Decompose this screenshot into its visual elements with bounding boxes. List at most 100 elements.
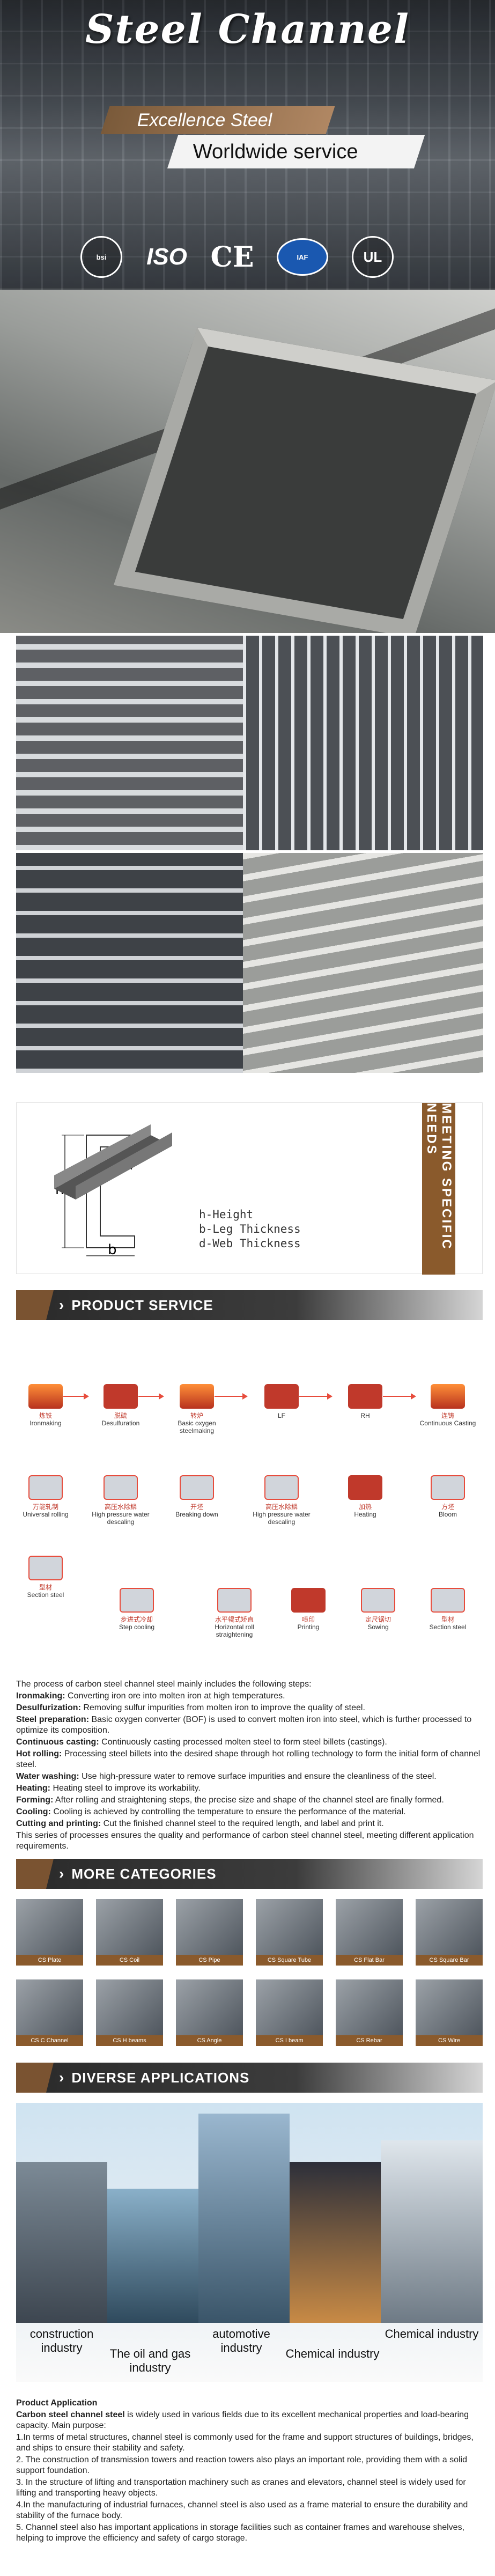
cs-square-tube-image — [256, 1899, 323, 1955]
process-item: Hot rolling: Processing steel billets in… — [16, 1749, 481, 1769]
caster-icon — [431, 1384, 465, 1409]
bsi-icon: bsi — [80, 236, 122, 278]
cs-rebar-image — [336, 1979, 403, 2035]
category-card[interactable]: CS Coil — [96, 1899, 163, 1969]
descaler-icon — [104, 1475, 138, 1500]
descaler-icon — [264, 1475, 299, 1500]
chemical-photo-1 — [290, 2162, 381, 2323]
cs-i-beam-image — [256, 1979, 323, 2035]
breakdown-mill-icon — [180, 1475, 214, 1500]
process-outro: This series of processes ensures the qua… — [16, 1831, 474, 1851]
straightener-icon — [217, 1588, 252, 1613]
cooling-bed-icon — [120, 1588, 154, 1613]
construction-photo — [16, 2162, 107, 2323]
stacked-channels-photo-3 — [16, 853, 256, 1073]
stacked-channels-photo-4 — [243, 853, 483, 1073]
process-item: Heating: Heating steel to improve its wo… — [16, 1784, 201, 1793]
desulfur-icon — [104, 1384, 138, 1409]
category-card[interactable]: CS Square Tube — [256, 1899, 323, 1969]
category-card[interactable]: CS H beams — [96, 1979, 163, 2049]
lf-furnace-icon — [264, 1384, 299, 1409]
process-item: Cutting and printing: Cut the finished c… — [16, 1819, 384, 1828]
category-card[interactable]: CS Plate — [16, 1899, 83, 1969]
chevron-right-icon: › — [59, 1865, 64, 1882]
converter-icon — [180, 1384, 214, 1409]
section-steel-icon — [431, 1588, 465, 1613]
section-title-more-categories: MORE CATEGORIES — [71, 1865, 217, 1882]
legend-height: h-Height — [199, 1208, 254, 1221]
service-band: Worldwide service — [167, 135, 425, 168]
meeting-needs-tag: MEETING SPECIFIC NEEDS — [422, 1103, 455, 1275]
flow-arrow — [63, 1393, 89, 1400]
category-card[interactable]: CS Wire — [416, 1979, 483, 2049]
tagline-band: Excellence Steel — [100, 106, 335, 134]
oil-gas-photo — [107, 2189, 198, 2323]
app-label-oil-gas: The oil and gas industry — [109, 2347, 191, 2374]
category-card[interactable]: CS I beam — [256, 1979, 323, 2049]
category-card[interactable]: CS Angle — [176, 1979, 243, 2049]
category-card[interactable]: CS Flat Bar — [336, 1899, 403, 1969]
category-card[interactable]: CS Square Bar — [416, 1899, 483, 1969]
application-point: 4.In the manufacturing of industrial fur… — [16, 2500, 468, 2520]
process-description: The process of carbon steel channel stee… — [16, 1679, 481, 1853]
iaf-icon: IAF — [277, 238, 328, 276]
chevron-right-icon: › — [59, 2069, 64, 2086]
diverse-applications-bar: › DIVERSE APPLICATIONS — [16, 2063, 483, 2093]
bloom-icon — [431, 1475, 465, 1500]
ul-icon: UL — [352, 236, 394, 278]
process-item: Continuous casting: Continuously casting… — [16, 1738, 387, 1747]
app-label-chemical-1: Chemical industry — [285, 2347, 380, 2360]
stacked-channels-photo-2 — [243, 636, 483, 850]
saw-icon — [361, 1588, 395, 1613]
category-card[interactable]: CS Pipe — [176, 1899, 243, 1969]
section-title-product-service: PRODUCT SERVICE — [71, 1297, 213, 1313]
cs-square-bar-image — [416, 1899, 483, 1955]
cs-flat-bar-image — [336, 1899, 403, 1955]
chevron-right-icon: › — [59, 1297, 64, 1313]
category-card[interactable]: CS Rebar — [336, 1979, 403, 2049]
cs-coil-image — [96, 1899, 163, 1955]
more-categories-bar: › MORE CATEGORIES — [16, 1859, 483, 1889]
tagline: Excellence Steel — [137, 109, 272, 130]
rh-vessel-icon — [348, 1384, 382, 1409]
iso-icon: ISO — [146, 244, 187, 270]
b-label: b — [108, 1242, 117, 1258]
flow-arrow — [215, 1393, 248, 1400]
product-service-bar: › PRODUCT SERVICE — [16, 1290, 483, 1320]
stacked-channels-photo-1 — [16, 636, 256, 850]
process-item: Ironmaking: Converting iron ore into mol… — [16, 1691, 285, 1701]
rolling-mill-icon — [28, 1475, 63, 1500]
process-item: Water washing: Use high-pressure water t… — [16, 1772, 437, 1781]
channel-shape — [114, 327, 495, 633]
product-application-intro: Carbon steel channel steel is widely use… — [16, 2410, 469, 2430]
cs-h-beams-image — [96, 1979, 163, 2035]
applications-collage: construction industry The oil and gas in… — [16, 2103, 483, 2382]
cs-plate-image — [16, 1899, 83, 1955]
chemical-photo-2 — [381, 2140, 483, 2323]
category-card[interactable]: CS C Channel — [16, 1979, 83, 2049]
step-rh: RH — [336, 1384, 395, 1419]
bar-accent — [16, 1859, 54, 1889]
step-lf: LF — [252, 1384, 311, 1419]
bar-accent — [16, 2063, 54, 2093]
application-point: 2. The construction of transmission towe… — [16, 2455, 467, 2475]
process-item: Steel preparation: Basic oxygen converte… — [16, 1715, 472, 1735]
category-grid: CS Plate CS Coil CS Pipe CS Square Tube … — [16, 1899, 483, 2055]
section-title-diverse-applications: DIVERSE APPLICATIONS — [71, 2069, 250, 2086]
process-item: Desulfurization: Removing sulfur impurit… — [16, 1703, 365, 1712]
service-label: Worldwide service — [193, 140, 358, 163]
product-application-text: Product Application Carbon steel channel… — [16, 2398, 481, 2545]
printer-icon — [291, 1588, 326, 1613]
